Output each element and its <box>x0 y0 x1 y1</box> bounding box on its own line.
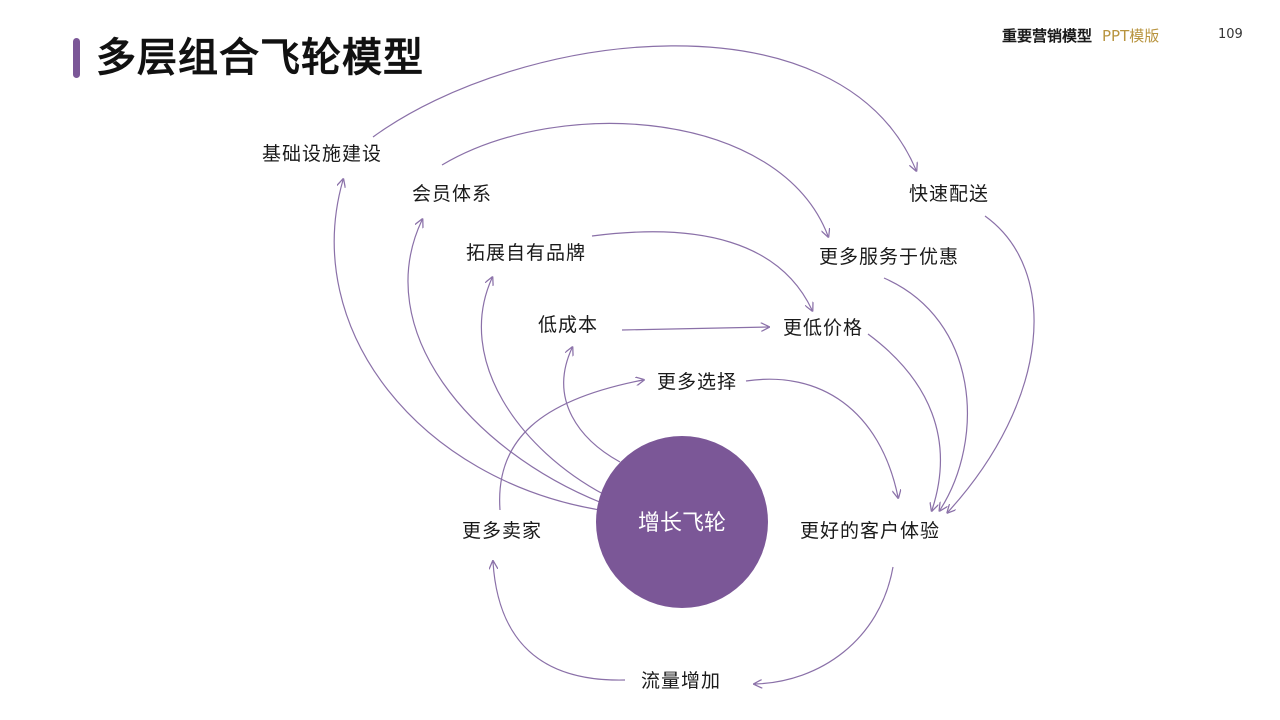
node-more-choice: 更多选择 <box>657 371 737 393</box>
node-own-brand: 拓展自有品牌 <box>466 242 586 264</box>
header-series: 重要营销模型 PPT模版 <box>1002 26 1159 46</box>
node-more-sellers: 更多卖家 <box>462 520 542 542</box>
arrow-traffic-to-more-sellers <box>493 562 626 681</box>
arrow-more-sellers-to-more-choice <box>499 380 643 511</box>
node-lower-price: 更低价格 <box>783 317 863 339</box>
node-better-experience: 更好的客户体验 <box>800 520 940 542</box>
template-label: PPT模版 <box>1102 27 1160 45</box>
node-infrastructure: 基础设施建设 <box>262 143 382 165</box>
arrow-membership-to-more-services <box>441 122 828 236</box>
node-fast-delivery: 快速配送 <box>909 183 989 205</box>
node-low-cost: 低成本 <box>538 314 598 336</box>
arrow-infrastructure-to-fast-delivery <box>372 45 916 170</box>
arrow-better-experience-to-traffic <box>755 566 894 684</box>
arrow-center-to-own-brand <box>480 278 606 496</box>
growth-flywheel-circle <box>596 436 768 608</box>
arrow-fast-delivery-to-better-experience <box>948 215 1035 512</box>
page-title: 多层组合飞轮模型 <box>96 35 424 81</box>
node-more-services: 更多服务于优惠 <box>819 246 959 268</box>
arrow-center-to-membership <box>407 220 603 504</box>
arrow-center-to-infrastructure <box>333 180 601 511</box>
series-label: 重要营销模型 <box>1002 27 1093 45</box>
node-traffic: 流量增加 <box>641 670 721 692</box>
arrow-own-brand-to-lower-price <box>591 231 812 310</box>
title-accent-bar <box>73 38 80 78</box>
arrow-lower-price-to-better-experience <box>867 333 941 510</box>
arrow-group <box>333 45 1035 684</box>
node-membership: 会员体系 <box>412 183 492 205</box>
node-labels: 基础设施建设 会员体系 拓展自有品牌 低成本 更多选择 更多卖家 更好的客户体验… <box>262 143 989 692</box>
center-label: 增长飞轮 <box>638 511 726 536</box>
page-number: 109 <box>1218 27 1243 42</box>
arrow-low-cost-to-lower-price <box>621 327 768 330</box>
arrow-center-to-low-cost <box>563 348 621 463</box>
arrow-more-services-to-better-experience <box>883 277 969 510</box>
arrow-more-choice-to-better-experience <box>745 378 898 497</box>
